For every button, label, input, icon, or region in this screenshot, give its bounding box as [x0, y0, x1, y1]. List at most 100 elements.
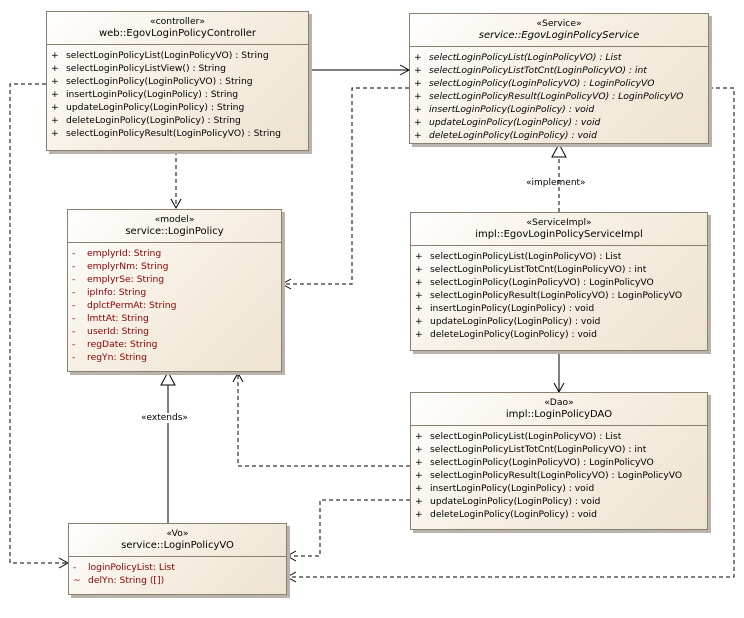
operation-row: +deleteLoginPolicy(LoginPolicy) : void [410, 129, 708, 142]
attribute-text: emplyrId: String [87, 248, 162, 259]
class-header: «Service» service::EgovLoginPolicyServic… [410, 14, 708, 47]
visibility-marker: + [51, 50, 59, 61]
service-to-model-dependency [280, 87, 409, 290]
service-impl-class[interactable]: «ServiceImpl» impl::EgovLoginPolicyServi… [410, 212, 708, 351]
attribute-row: -emplyrId: String [68, 247, 281, 260]
visibility-marker: + [414, 117, 422, 128]
operation-row: + selectLoginPolicyResult(LoginPolicyVO) … [47, 127, 308, 140]
operations-list: + selectLoginPolicyList(LoginPolicyVO) : … [411, 246, 707, 341]
visibility-marker: + [415, 277, 423, 288]
visibility-marker: + [414, 78, 422, 89]
class-header: «Vo» service::LoginPolicyVO [69, 524, 286, 557]
attribute-text: userId: String [87, 326, 150, 337]
stereotype: «controller» [149, 16, 206, 27]
operation-signature: insertLoginPolicy(LoginPolicy) : void [430, 303, 595, 314]
class-header: «controller» web::EgovLoginPolicyControl… [47, 12, 308, 45]
class-name: web::EgovLoginPolicyController [98, 28, 257, 39]
operation-row: +selectLoginPolicyResult(LoginPolicyVO) … [411, 289, 707, 302]
dao-to-model-dependency [232, 371, 410, 467]
operation-row: +insertLoginPolicy(LoginPolicy) : void [411, 482, 707, 495]
operation-row: +updateLoginPolicy(LoginPolicy) : void [411, 495, 707, 508]
visibility-marker: - [72, 300, 76, 311]
operation-signature: selectLoginPolicy(LoginPolicyVO) : Strin… [66, 76, 253, 87]
operation-row: + selectLoginPolicyList(LoginPolicyVO) : … [47, 49, 308, 62]
visibility-marker: - [72, 261, 76, 272]
visibility-marker: + [415, 264, 423, 275]
class-name: impl::EgovLoginPolicyServiceImpl [475, 229, 643, 240]
attributes-list: -loginPolicyList: List ~ delYn: String ([… [69, 557, 286, 587]
operation-row: + selectLoginPolicyList(LoginPolicyVO) : … [411, 430, 707, 443]
stereotype: «model» [154, 214, 195, 225]
operation-row: + selectLoginPolicyListTotCnt(LoginPolicy… [411, 263, 707, 276]
visibility-marker: - [72, 352, 76, 363]
operation-signature: selectLoginPolicy(LoginPolicyVO) : Login… [430, 457, 654, 468]
attribute-row: -ipInfo: String [68, 286, 281, 299]
operation-signature: deleteLoginPolicy(LoginPolicy) : void [430, 329, 597, 340]
operation-signature: updateLoginPolicy(LoginPolicy) : void [430, 496, 601, 507]
visibility-marker: + [414, 91, 422, 102]
visibility-marker: + [415, 509, 423, 520]
visibility-marker: + [415, 431, 423, 442]
dao-to-vo-dependency [285, 499, 410, 562]
class-header: «Dao» impl::LoginPolicyDAO [411, 393, 707, 426]
stereotype: «Vo» [166, 528, 189, 539]
operation-signature: selectLoginPolicy(LoginPolicyVO) : Login… [429, 78, 655, 89]
operation-signature: selectLoginPolicyResult(LoginPolicyVO) :… [66, 128, 281, 139]
attribute-text: loginPolicyList: List [88, 562, 175, 573]
visibility-marker: + [415, 251, 423, 262]
operation-signature: updateLoginPolicy(LoginPolicy) : String [66, 102, 245, 113]
operation-row: +deleteLoginPolicy(LoginPolicy) : String [47, 114, 308, 127]
visibility-marker: + [414, 65, 422, 76]
operation-signature: selectLoginPolicyList(LoginPolicyVO) : S… [66, 50, 269, 61]
visibility-marker: + [415, 329, 423, 340]
controller-to-vo-dependency [9, 83, 70, 569]
attribute-text: regYn: String [87, 352, 147, 363]
operation-row: +insertLoginPolicy(LoginPolicy) : String [47, 88, 308, 101]
operations-list: +selectLoginPolicyList(LoginPolicyVO) : … [410, 47, 708, 142]
visibility-marker: + [51, 128, 59, 139]
operation-signature: selectLoginPolicyListTotCnt(LoginPolicyV… [430, 444, 647, 455]
controller-class[interactable]: «controller» web::EgovLoginPolicyControl… [46, 11, 309, 151]
dao-class[interactable]: «Dao» impl::LoginPolicyDAO +selectLoginP… [410, 392, 708, 530]
operation-signature: deleteLoginPolicy(LoginPolicy) : void [430, 509, 597, 520]
operation-row: +selectLoginPolicy(LoginPolicyVO) : Logi… [411, 456, 707, 469]
attribute-row: -regDate: String [68, 338, 281, 351]
attribute-text: delYn: String ([]) [88, 575, 165, 586]
visibility-marker: + [415, 470, 423, 481]
visibility-marker: - [73, 562, 77, 573]
stereotype: «Dao» [544, 397, 574, 408]
operation-signature: selectLoginPolicyListTotCnt(LoginPolicyV… [430, 264, 647, 275]
stereotype: «Service» [536, 18, 582, 29]
operation-signature: selectLoginPolicyList(LoginPolicyVO) : L… [430, 251, 622, 262]
visibility-marker: ~ [73, 575, 81, 586]
operation-row: +insertLoginPolicy(LoginPolicy) : void [410, 103, 708, 116]
operation-row: + updateLoginPolicy(LoginPolicy) : String [47, 101, 308, 114]
attribute-row: -emplyrNm: String [68, 260, 281, 273]
operation-signature: selectLoginPolicyListTotCnt(LoginPolicyV… [429, 65, 647, 76]
operation-signature: deleteLoginPolicy(LoginPolicy) : String [66, 115, 241, 126]
attribute-row: -loginPolicyList: List [69, 561, 286, 574]
visibility-marker: + [51, 102, 59, 113]
operation-row: + selectLoginPolicyList(LoginPolicyVO) : … [411, 250, 707, 263]
class-name: impl::LoginPolicyDAO [505, 409, 613, 420]
visibility-marker: + [414, 104, 422, 115]
visibility-marker: - [72, 326, 76, 337]
model-class[interactable]: «model» service::LoginPolicy -emplyrId: … [67, 209, 282, 372]
visibility-marker: + [415, 290, 423, 301]
operation-row: +selectLoginPolicyResult(LoginPolicyVO) … [411, 469, 707, 482]
attribute-row: -dplctPermAt: String [68, 299, 281, 312]
service-interface[interactable]: «Service» service::EgovLoginPolicyServic… [409, 13, 709, 144]
attribute-row: ~ delYn: String ([]) [69, 574, 286, 587]
class-name: service::LoginPolicy [125, 226, 224, 237]
extends-label: «extends» [139, 413, 190, 423]
operation-row: +selectLoginPolicyList(LoginPolicyVO) : … [410, 51, 708, 64]
visibility-marker: - [72, 339, 76, 350]
visibility-marker: + [415, 316, 423, 327]
visibility-marker: + [51, 63, 59, 74]
vo-class[interactable]: «Vo» service::LoginPolicyVO -loginPolicy… [68, 523, 287, 595]
visibility-marker: + [51, 76, 59, 87]
operation-signature: selectLoginPolicyList(LoginPolicyVO) : L… [430, 431, 622, 442]
operations-list: + selectLoginPolicyList(LoginPolicyVO) : … [47, 45, 308, 140]
stereotype: «ServiceImpl» [526, 217, 592, 228]
